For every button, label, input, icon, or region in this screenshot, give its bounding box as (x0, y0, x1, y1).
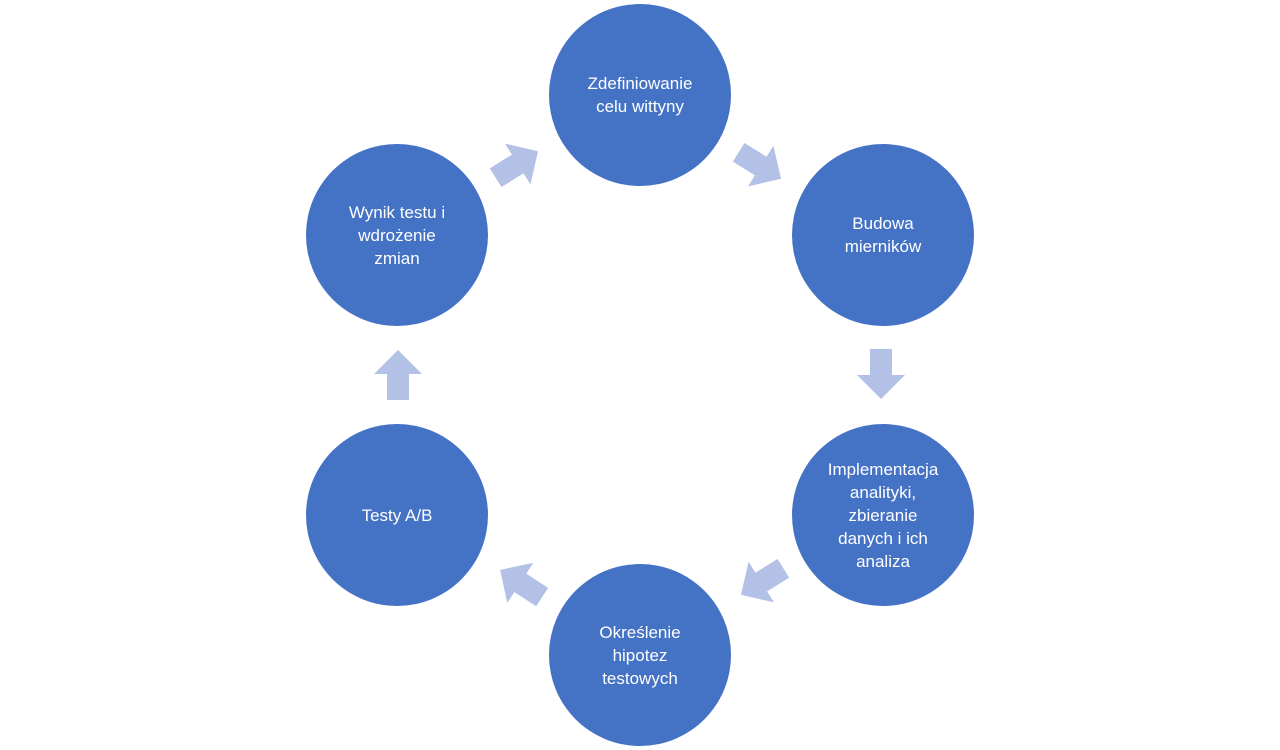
step-4-label: Określenie hipotez testowych (599, 622, 681, 688)
cycle-arrow-3 (740, 558, 790, 603)
step-1-circle: Zdefiniowanie celu wittyny (549, 4, 731, 186)
step-6-circle: Wynik testu i wdrożenie zmian (306, 144, 488, 326)
cycle-arrow-2 (857, 349, 905, 399)
cycle-arrow-1 (732, 142, 782, 187)
step-2-label: Budowa mierników (844, 214, 922, 256)
step-3-circle: Implementacja analityki, zbieranie danyc… (792, 424, 974, 606)
step-2-circle: Budowa mierników (792, 144, 974, 326)
step-3-label: Implementacja analityki, zbieranie danyc… (827, 459, 939, 571)
cycle-arrow-4 (500, 562, 549, 607)
step-6-label: Wynik testu i wdrożenie zmian (348, 202, 446, 268)
step-4-circle: Określenie hipotez testowych (549, 564, 731, 746)
cycle-arrow-6 (489, 143, 539, 188)
step-5-circle: Testy A/B (306, 424, 488, 606)
step-1-label: Zdefiniowanie celu wittyny (587, 74, 693, 116)
step-5-label: Testy A/B (361, 505, 433, 525)
cycle-arrow-5 (374, 350, 422, 400)
